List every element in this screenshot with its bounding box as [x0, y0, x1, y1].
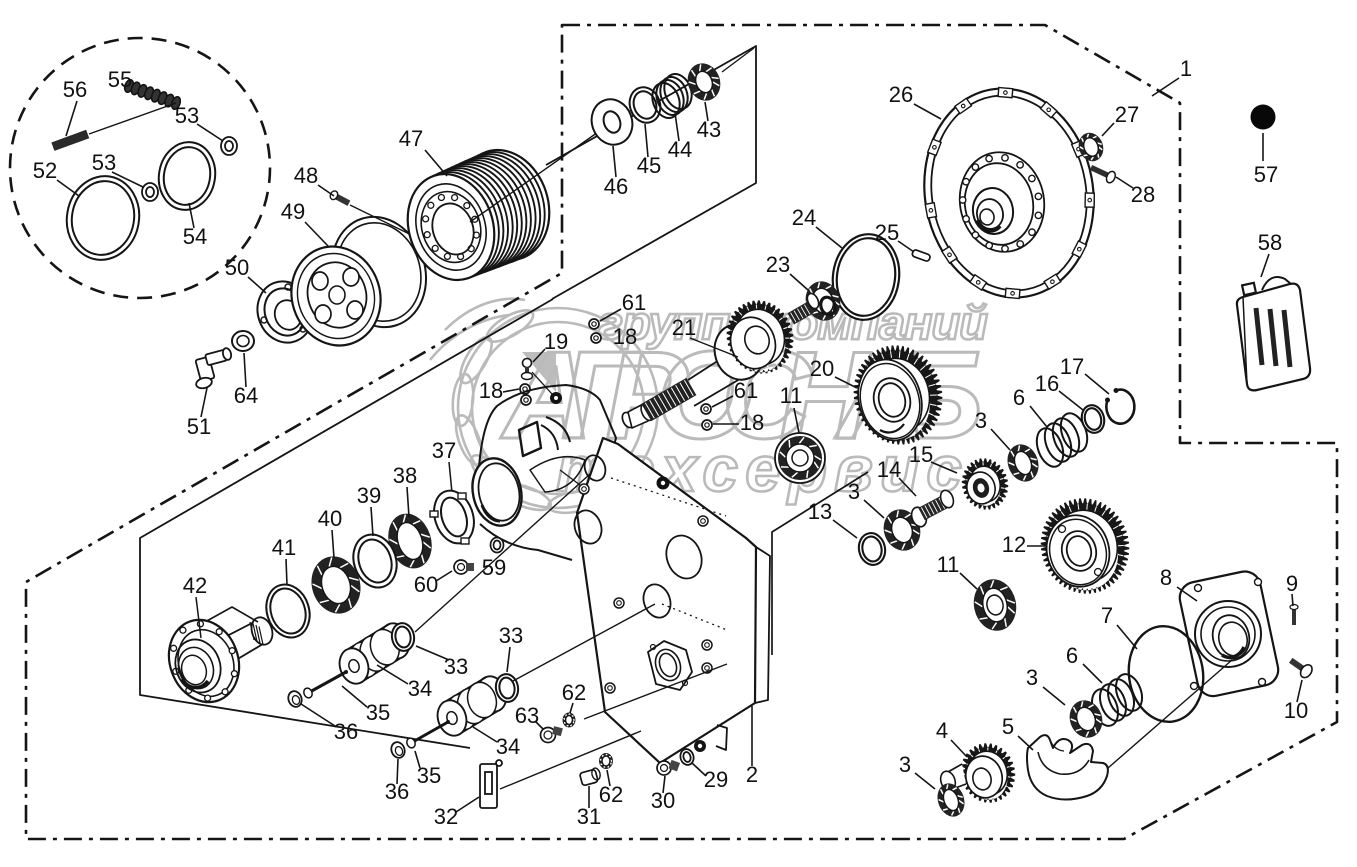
svg-text:6: 6: [1066, 643, 1078, 668]
svg-text:39: 39: [357, 483, 381, 508]
svg-text:56: 56: [63, 77, 87, 102]
svg-text:20: 20: [810, 356, 834, 381]
svg-text:35: 35: [417, 763, 441, 788]
svg-text:47: 47: [399, 126, 423, 151]
svg-text:18: 18: [479, 378, 503, 403]
svg-text:1: 1: [1180, 56, 1192, 81]
svg-text:7: 7: [1101, 603, 1113, 628]
svg-text:38: 38: [393, 463, 417, 488]
svg-text:32: 32: [434, 804, 458, 829]
svg-text:50: 50: [225, 255, 249, 280]
svg-text:60: 60: [414, 572, 438, 597]
svg-text:15: 15: [909, 442, 933, 467]
svg-text:28: 28: [1131, 182, 1155, 207]
svg-text:26: 26: [889, 82, 913, 107]
svg-text:10: 10: [1284, 698, 1308, 723]
svg-text:3: 3: [899, 752, 911, 777]
svg-text:13: 13: [808, 499, 832, 524]
svg-text:53: 53: [92, 150, 116, 175]
svg-text:2: 2: [746, 762, 758, 787]
svg-text:57: 57: [1254, 162, 1278, 187]
svg-text:17: 17: [1060, 354, 1084, 379]
svg-text:43: 43: [697, 117, 721, 142]
svg-text:11: 11: [780, 383, 803, 408]
svg-text:61: 61: [734, 378, 758, 403]
svg-text:11: 11: [937, 552, 960, 577]
svg-text:42: 42: [183, 573, 207, 598]
svg-text:49: 49: [281, 199, 305, 224]
svg-text:19: 19: [544, 329, 568, 354]
svg-text:61: 61: [622, 290, 646, 315]
svg-text:51: 51: [187, 414, 211, 439]
svg-text:5: 5: [1002, 714, 1014, 739]
svg-text:45: 45: [637, 153, 661, 178]
svg-text:9: 9: [1286, 571, 1298, 596]
svg-text:33: 33: [499, 623, 523, 648]
svg-text:35: 35: [366, 700, 390, 725]
svg-text:52: 52: [33, 158, 57, 183]
svg-text:25: 25: [875, 220, 899, 245]
svg-text:62: 62: [562, 680, 586, 705]
svg-text:46: 46: [604, 174, 628, 199]
svg-text:29: 29: [704, 767, 728, 792]
svg-text:3: 3: [848, 479, 860, 504]
svg-text:41: 41: [272, 535, 296, 560]
svg-text:34: 34: [496, 734, 520, 759]
svg-text:18: 18: [613, 324, 637, 349]
svg-text:3: 3: [1026, 665, 1038, 690]
svg-text:16: 16: [1035, 371, 1059, 396]
svg-text:53: 53: [175, 103, 199, 128]
svg-text:63: 63: [515, 703, 539, 728]
svg-text:12: 12: [1002, 532, 1026, 557]
svg-text:59: 59: [482, 555, 506, 580]
svg-text:18: 18: [740, 410, 764, 435]
svg-text:33: 33: [444, 654, 468, 679]
svg-text:40: 40: [318, 506, 342, 531]
svg-text:21: 21: [672, 315, 696, 340]
svg-text:4: 4: [936, 718, 948, 743]
svg-text:54: 54: [183, 224, 207, 249]
svg-text:55: 55: [108, 67, 132, 92]
svg-text:37: 37: [432, 438, 456, 463]
svg-text:8: 8: [1160, 565, 1172, 590]
svg-text:62: 62: [599, 782, 623, 807]
svg-text:23: 23: [766, 252, 790, 277]
svg-text:27: 27: [1115, 102, 1139, 127]
svg-text:44: 44: [668, 137, 692, 162]
svg-text:14: 14: [877, 457, 901, 482]
svg-text:36: 36: [334, 719, 358, 744]
svg-text:34: 34: [408, 676, 432, 701]
svg-text:3: 3: [975, 408, 987, 433]
svg-text:58: 58: [1258, 230, 1282, 255]
svg-text:48: 48: [294, 163, 318, 188]
svg-text:24: 24: [792, 205, 816, 230]
svg-text:6: 6: [1013, 385, 1025, 410]
